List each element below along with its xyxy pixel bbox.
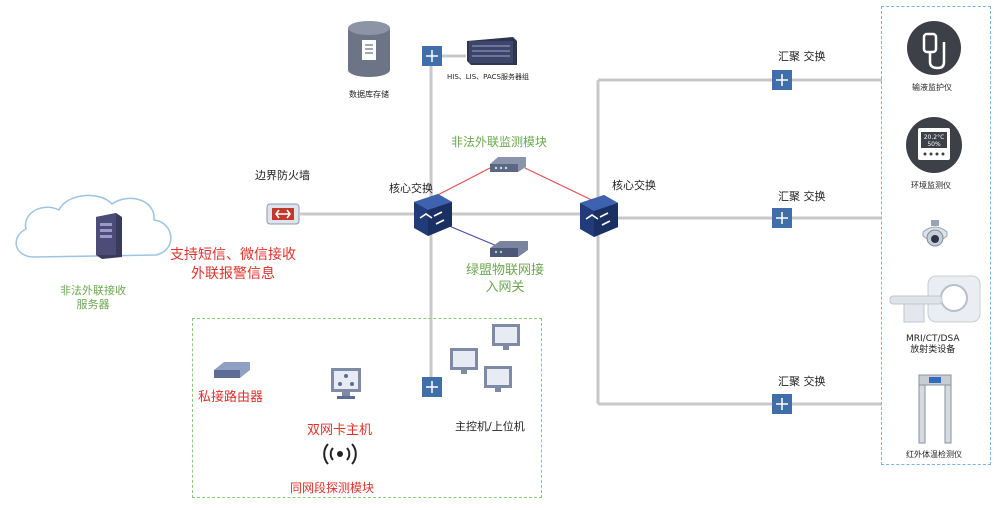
external-server-icon bbox=[96, 213, 122, 259]
core-switch-right-label: 核心交换 bbox=[612, 179, 656, 192]
camera-icon bbox=[922, 220, 948, 247]
aggregation-switch-3-label: 汇聚 交换 bbox=[778, 375, 826, 388]
access-switch-icon-top bbox=[422, 46, 442, 66]
core-switch-left-label: 核心交换 bbox=[389, 182, 433, 195]
cloud-shape bbox=[15, 194, 172, 258]
wireless-signal-icon bbox=[323, 443, 357, 465]
aggregation-switch-2-label: 汇聚 交换 bbox=[778, 190, 826, 203]
thermo-gate-label: 红外体温检测仪 bbox=[906, 450, 962, 459]
aggregation-switch-1-icon bbox=[772, 70, 792, 90]
iot-gateway-label-line1: 绿盟物联网接 bbox=[466, 263, 545, 278]
external-server-label-line2: 服务器 bbox=[76, 298, 110, 311]
thermo-gate-icon bbox=[918, 374, 952, 444]
mri-ct-label: MRI/CT/DSA 放射类设备 bbox=[906, 334, 960, 356]
infusion-monitor-label: 输液监护仪 bbox=[912, 83, 952, 92]
detect-module-icon bbox=[490, 157, 526, 172]
alert-text-line1: 支持短信、微信接收 bbox=[170, 247, 296, 263]
access-switch-icon-bottom bbox=[422, 377, 442, 397]
external-server-label-line1: 非法外联接收 bbox=[60, 284, 126, 297]
lan-detect-label: 同网段探测模块 bbox=[290, 481, 375, 495]
iot-gateway-icon bbox=[490, 241, 528, 257]
aggregation-switch-3-icon bbox=[772, 394, 792, 414]
link-detect-left bbox=[429, 167, 491, 200]
firewall-icon bbox=[266, 203, 300, 225]
iot-gateway-label-line2: 入网关 bbox=[485, 280, 525, 295]
his-server-rack-icon bbox=[467, 37, 517, 65]
mri-ct-scanner-icon bbox=[889, 275, 981, 323]
host-computers-label: 主控机/上位机 bbox=[455, 420, 525, 433]
link-detect-right bbox=[524, 167, 599, 204]
mri-ct-label-line1: MRI/CT/DSA bbox=[906, 334, 960, 344]
firewall-label: 边界防火墙 bbox=[255, 169, 310, 182]
detect-module-label: 非法外联监测模块 bbox=[451, 135, 548, 149]
aggregation-switch-2-icon bbox=[772, 208, 792, 228]
device-zone bbox=[881, 6, 991, 465]
iot-gateway-label: 绿盟物联网接 入网关 bbox=[466, 262, 544, 296]
router-icon bbox=[214, 362, 250, 378]
router-label: 私接路由器 bbox=[198, 390, 264, 405]
aggregation-switch-1-label: 汇聚 交换 bbox=[778, 50, 826, 63]
database-icon bbox=[348, 21, 390, 77]
env-monitor-reading-line1: 20.2°C bbox=[924, 134, 945, 141]
alert-text-line2: 外联报警信息 bbox=[191, 266, 275, 282]
infusion-monitor-icon bbox=[907, 21, 961, 75]
database-label: 数据库存储 bbox=[349, 90, 389, 99]
dual-nic-host-icon bbox=[331, 368, 361, 399]
core-switch-left-icon bbox=[414, 194, 452, 236]
dual-nic-host-label: 双网卡主机 bbox=[307, 423, 373, 438]
core-switch-right-icon bbox=[580, 195, 618, 237]
env-monitor-label: 环境监测仪 bbox=[911, 181, 951, 190]
host-computers-icon bbox=[450, 324, 520, 392]
lan-detection-zone bbox=[192, 318, 542, 498]
mri-ct-label-line2: 放射类设备 bbox=[910, 345, 956, 355]
env-monitor-reading-line2: 50% bbox=[927, 141, 941, 148]
env-monitor-icon: 20.2°C 50% bbox=[906, 117, 962, 173]
his-server-label: HIS、LIS、PACS服务器组 bbox=[447, 73, 529, 81]
alert-text: 支持短信、微信接收 外联报警信息 bbox=[170, 246, 296, 284]
external-server-label: 非法外联接收 服务器 bbox=[60, 284, 126, 312]
